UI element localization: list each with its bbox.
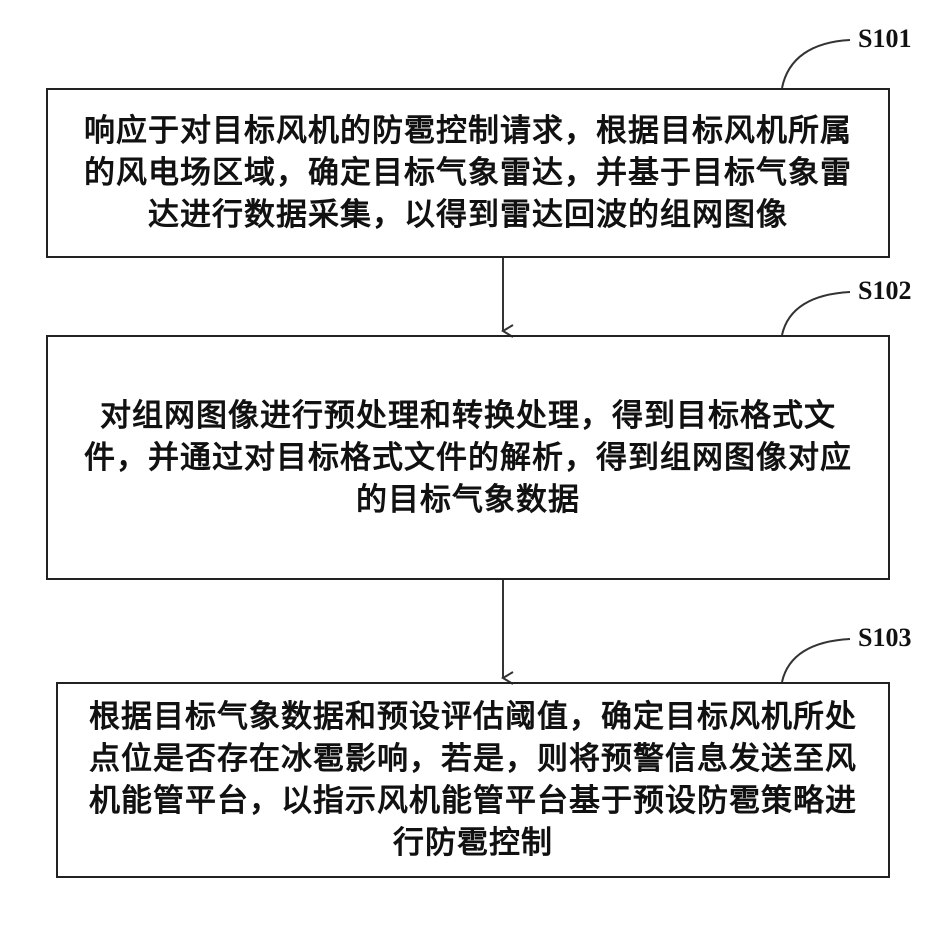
step-text-s103: 根据目标气象数据和预设评估阈值，确定目标风机所处点位是否存在冰雹影响，若是，则将… xyxy=(58,696,888,864)
step-label-s101: S101 xyxy=(858,24,911,54)
label-leader-s103 xyxy=(782,639,850,682)
step-text-s101: 响应于对目标风机的防雹控制请求，根据目标风机所属的风电场区域，确定目标气象雷达，… xyxy=(48,110,888,236)
step-box-s103: 根据目标气象数据和预设评估阈值，确定目标风机所处点位是否存在冰雹影响，若是，则将… xyxy=(56,682,890,878)
label-leader-s101 xyxy=(782,40,850,88)
label-leader-s102 xyxy=(782,292,850,335)
step-box-s102: 对组网图像进行预处理和转换处理，得到目标格式文件，并通过对目标格式文件的解析，得… xyxy=(46,335,890,580)
step-label-s102: S102 xyxy=(858,276,911,306)
step-text-s102: 对组网图像进行预处理和转换处理，得到目标格式文件，并通过对目标格式文件的解析，得… xyxy=(48,395,888,521)
step-box-s101: 响应于对目标风机的防雹控制请求，根据目标风机所属的风电场区域，确定目标气象雷达，… xyxy=(46,88,890,258)
step-label-s103: S103 xyxy=(858,623,911,653)
